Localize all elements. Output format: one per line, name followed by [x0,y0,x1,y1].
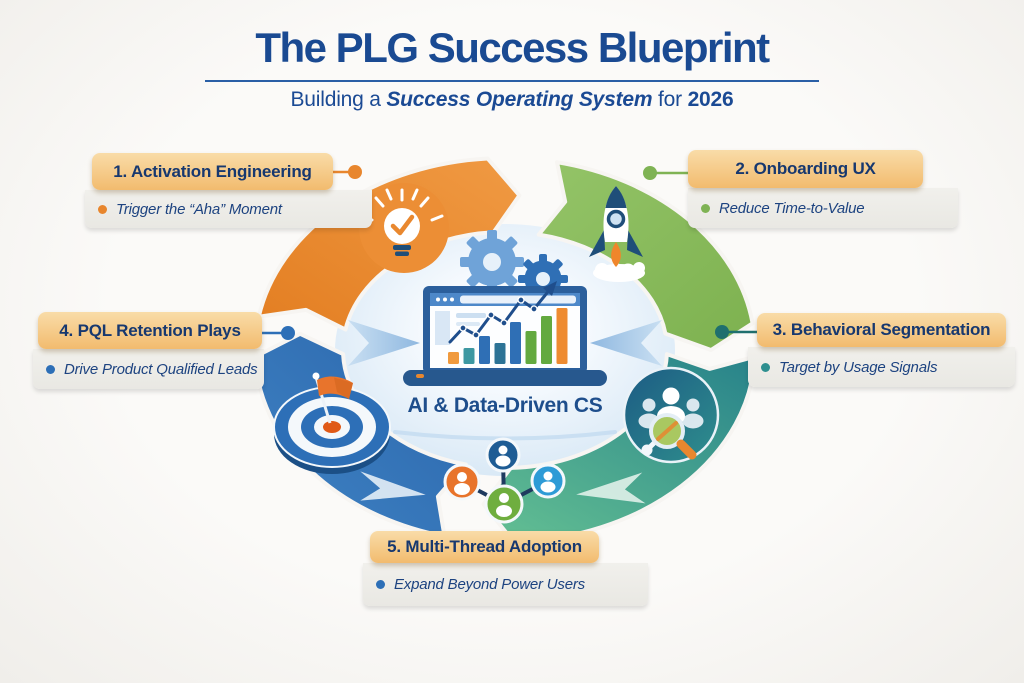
callout-header-retention: 4. PQL Retention Plays [38,312,262,349]
callout-detail-text: Reduce Time-to-Value [719,199,865,217]
callout-connectors [260,165,758,340]
subtitle-mid: for [652,88,688,111]
rocket-icon [589,186,645,282]
bullet-icon [761,362,770,372]
callout-detail-text: Target by Usage Signals [779,358,938,376]
lightbulb-icon [359,183,449,273]
callout-detail-retention: Drive Product Qualified Leads [33,349,264,389]
ring-segment-onboarding [536,160,755,352]
title-divider [205,80,819,82]
target-flag-icon [273,372,391,474]
connector-dot-segmentation [715,325,729,339]
flow-arrow-left-icon [576,472,646,504]
bullet-icon [701,203,710,213]
user-segments-magnifier-icon [622,366,720,464]
center-caption: AI & Data-Driven CS [407,394,603,417]
callout-title: 4. PQL Retention Plays [59,320,241,340]
page-title: The PLG Success Blueprint [255,24,770,71]
bullet-icon [98,204,107,214]
laptop-chart-icon [393,281,617,441]
gears-icon [460,230,568,304]
callout-title: 3. Behavioral Segmentation [772,320,991,339]
flow-arrow-right-icon [360,471,426,501]
callout-detail-text: Drive Product Qualified Leads [64,360,258,378]
callout-detail-activation: Trigger the “Aha” Moment [85,190,372,228]
callout-detail-text: Expand Beyond Power Users [394,576,585,593]
callout-detail-segmentation: Target by Usage Signals [748,347,1015,387]
left-inward-arrow-icon [348,320,420,366]
callout-header-onboarding: 2. Onboarding UX [688,150,923,188]
callout-title: 2. Onboarding UX [735,159,876,178]
callout-detail-text: Trigger the “Aha” Moment [116,200,282,218]
subtitle-emphasis: Success Operating System [386,88,653,111]
connector-dot-retention [281,326,295,340]
mini-bar-chart [448,308,568,364]
trend-arrowhead [543,281,557,296]
bullet-icon [46,364,55,374]
multi-user-network-icon [443,437,566,524]
subtitle-prefix: Building a [290,88,387,111]
subtitle-year: 2026 [687,88,734,111]
callout-header-adoption: 5. Multi-Thread Adoption [370,531,599,563]
callout-title: 1. Activation Engineering [113,161,312,181]
callout-title: 5. Multi-Thread Adoption [387,537,582,556]
callout-header-segmentation: 3. Behavioral Segmentation [757,313,1006,347]
connector-dot-activation [348,165,362,179]
bullet-icon [376,580,385,589]
callout-detail-onboarding: Reduce Time-to-Value [688,188,958,228]
callout-detail-adoption: Expand Beyond Power Users [363,563,648,606]
connector-dot-onboarding [643,166,657,180]
callout-header-activation: 1. Activation Engineering [92,153,333,190]
right-inward-arrow-icon [590,320,662,366]
page-subtitle: Building a Success Operating System for … [0,88,1024,112]
